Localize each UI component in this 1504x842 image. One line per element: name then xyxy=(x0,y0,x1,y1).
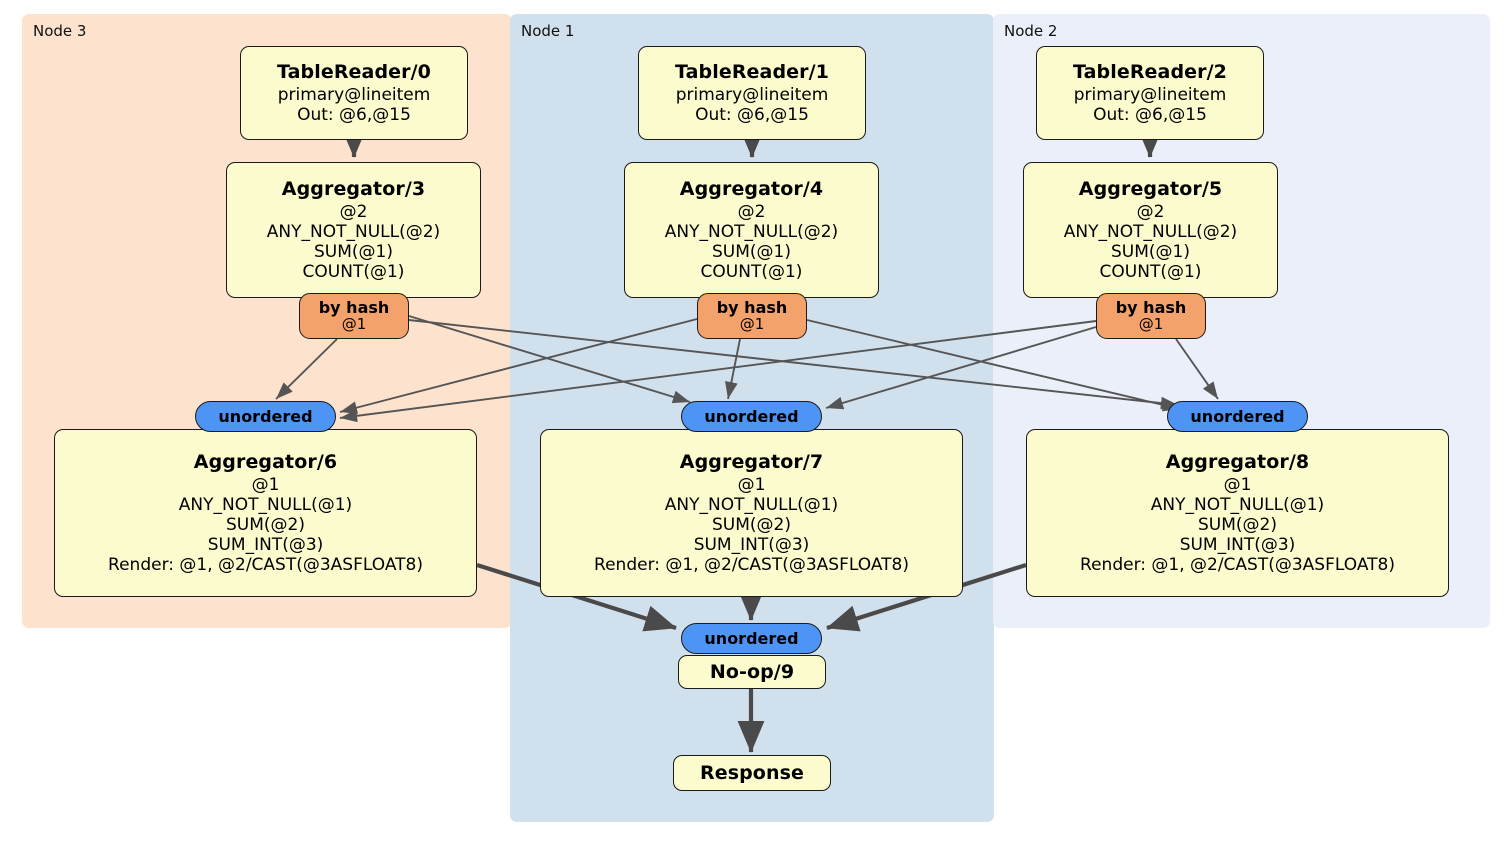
processor-title: Aggregator/6 xyxy=(193,451,338,474)
processor-line: ANY_NOT_NULL(@2) xyxy=(1063,221,1238,242)
processor-title: TableReader/1 xyxy=(675,61,829,84)
edge-hash5-un6 xyxy=(339,320,1097,423)
processor-line: SUM(@1) xyxy=(314,241,393,262)
processor-line: SUM(@2) xyxy=(712,514,791,535)
processor-line: SUM(@2) xyxy=(226,514,305,535)
processor-line: primary@lineitem xyxy=(675,84,829,105)
stream-unordered-final[interactable]: unordered xyxy=(681,623,822,654)
processor-line: Out: @6,@15 xyxy=(695,104,809,125)
router-label: by hash xyxy=(716,297,788,317)
stream-unordered-agg8[interactable]: unordered xyxy=(1167,401,1308,432)
edge-hash4-un7 xyxy=(725,338,741,400)
edge-hash3-un6 xyxy=(275,338,338,400)
processor-tablereader-0[interactable]: TableReader/0 primary@lineitem Out: @6,@… xyxy=(240,46,468,140)
processor-line: @2 xyxy=(1136,201,1165,222)
processor-line: SUM(@1) xyxy=(1111,241,1190,262)
edge-hash3-un8 xyxy=(408,319,1179,410)
processor-tablereader-2[interactable]: TableReader/2 primary@lineitem Out: @6,@… xyxy=(1036,46,1264,140)
edge-hash5-un8 xyxy=(1175,338,1219,400)
processor-aggregator-4[interactable]: Aggregator/4 @2 ANY_NOT_NULL(@2) SUM(@1)… xyxy=(624,162,879,298)
processor-line: ANY_NOT_NULL(@2) xyxy=(664,221,839,242)
processor-line: SUM_INT(@3) xyxy=(693,534,810,555)
processor-title: Aggregator/7 xyxy=(679,451,824,474)
processor-line: ANY_NOT_NULL(@1) xyxy=(1150,494,1325,515)
router-by-hash-node3[interactable]: by hash @1 xyxy=(299,293,409,339)
processor-title: Aggregator/3 xyxy=(281,178,426,201)
processor-line: Out: @6,@15 xyxy=(297,104,411,125)
processor-title: Aggregator/5 xyxy=(1078,178,1223,201)
processor-line: Out: @6,@15 xyxy=(1093,104,1207,125)
router-sublabel: @1 xyxy=(739,314,765,333)
processor-line: @2 xyxy=(339,201,368,222)
stream-unordered-agg6[interactable]: unordered xyxy=(195,401,336,432)
processor-noop-9[interactable]: No-op/9 xyxy=(678,655,826,689)
processor-line: Render: @1, @2/CAST(@3ASFLOAT8) xyxy=(594,554,909,575)
processor-tablereader-1[interactable]: TableReader/1 primary@lineitem Out: @6,@… xyxy=(638,46,866,140)
processor-title: Aggregator/8 xyxy=(1165,451,1310,474)
processor-title: Aggregator/4 xyxy=(679,178,824,201)
processor-line: ANY_NOT_NULL(@1) xyxy=(664,494,839,515)
router-by-hash-node1[interactable]: by hash @1 xyxy=(697,293,807,339)
processor-aggregator-7[interactable]: Aggregator/7 @1 ANY_NOT_NULL(@1) SUM(@2)… xyxy=(540,429,963,597)
processor-line: SUM_INT(@3) xyxy=(1179,534,1296,555)
processor-line: ANY_NOT_NULL(@2) xyxy=(266,221,441,242)
processor-line: primary@lineitem xyxy=(277,84,431,105)
processor-line: ANY_NOT_NULL(@1) xyxy=(178,494,353,515)
node-panel-label-node2: Node 2 xyxy=(1004,22,1058,40)
router-label: by hash xyxy=(1115,297,1187,317)
node-panel-label-node1: Node 1 xyxy=(521,22,575,40)
processor-line: COUNT(@1) xyxy=(302,261,405,282)
processor-line: SUM(@1) xyxy=(712,241,791,262)
processor-response[interactable]: Response xyxy=(673,755,831,791)
edge-hash4-un6 xyxy=(339,318,698,414)
stream-unordered-agg7[interactable]: unordered xyxy=(681,401,822,432)
edge-hash4-un8 xyxy=(806,319,1181,412)
processor-aggregator-3[interactable]: Aggregator/3 @2 ANY_NOT_NULL(@2) SUM(@1)… xyxy=(226,162,481,298)
processor-title: TableReader/0 xyxy=(277,61,431,84)
node-panel-label-node3: Node 3 xyxy=(33,22,87,40)
processor-aggregator-5[interactable]: Aggregator/5 @2 ANY_NOT_NULL(@2) SUM(@1)… xyxy=(1023,162,1278,298)
processor-aggregator-6[interactable]: Aggregator/6 @1 ANY_NOT_NULL(@1) SUM(@2)… xyxy=(54,429,477,597)
router-sublabel: @1 xyxy=(341,314,367,333)
processor-line: @1 xyxy=(1223,474,1252,495)
processor-line: COUNT(@1) xyxy=(700,261,803,282)
processor-line: SUM_INT(@3) xyxy=(207,534,324,555)
stream-label: unordered xyxy=(1190,407,1285,426)
processor-line: @1 xyxy=(737,474,766,495)
processor-line: Render: @1, @2/CAST(@3ASFLOAT8) xyxy=(1080,554,1395,575)
processor-line: @2 xyxy=(737,201,766,222)
processor-title: Response xyxy=(699,761,804,784)
router-label: by hash xyxy=(318,297,390,317)
stream-label: unordered xyxy=(704,629,799,648)
router-by-hash-node2[interactable]: by hash @1 xyxy=(1096,293,1206,339)
processor-line: @1 xyxy=(251,474,280,495)
processor-line: SUM(@2) xyxy=(1198,514,1277,535)
stream-label: unordered xyxy=(704,407,799,426)
processor-line: COUNT(@1) xyxy=(1099,261,1202,282)
stream-label: unordered xyxy=(218,407,313,426)
edge-hash3-un7 xyxy=(408,315,691,404)
processor-line: primary@lineitem xyxy=(1073,84,1227,105)
processor-aggregator-8[interactable]: Aggregator/8 @1 ANY_NOT_NULL(@1) SUM(@2)… xyxy=(1026,429,1449,597)
processor-title: No-op/9 xyxy=(709,660,795,683)
router-sublabel: @1 xyxy=(1138,314,1164,333)
processor-title: TableReader/2 xyxy=(1073,61,1227,84)
edge-hash5-un7 xyxy=(825,326,1097,410)
processor-line: Render: @1, @2/CAST(@3ASFLOAT8) xyxy=(108,554,423,575)
